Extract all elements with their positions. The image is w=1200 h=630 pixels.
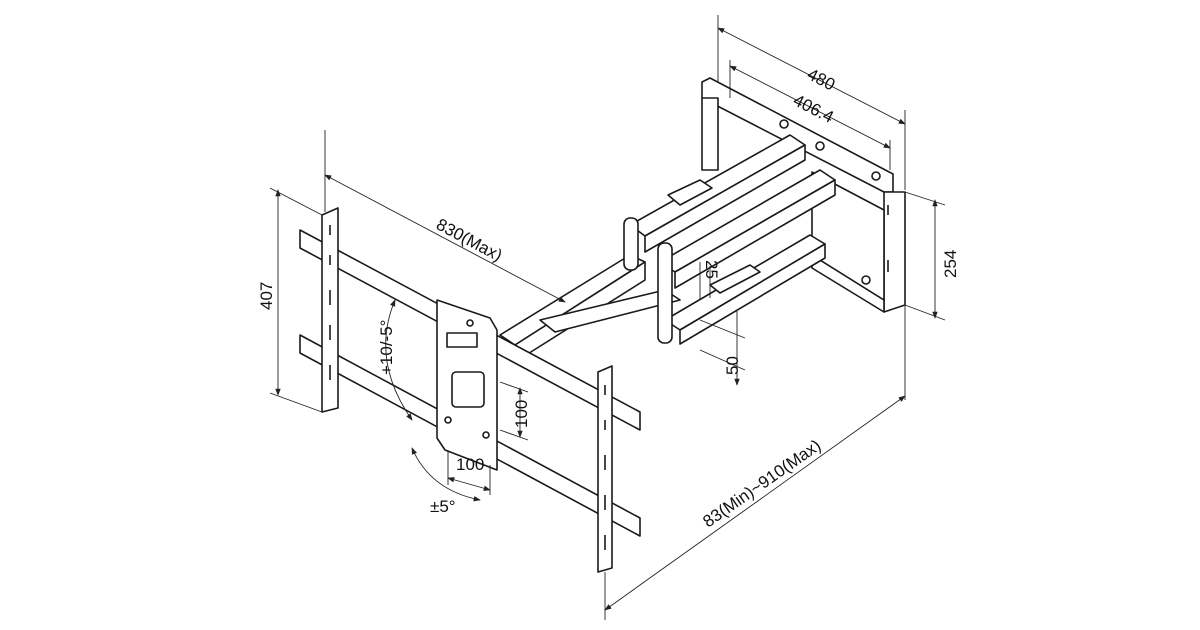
dim-50-label: 50	[723, 356, 742, 375]
dim-25-label: 25	[702, 260, 721, 279]
dim-830-label: 830(Max)	[433, 215, 505, 265]
center-plate	[436, 299, 498, 471]
vesa-vertical-label: 100	[512, 400, 531, 428]
dim-254-label: 254	[941, 250, 960, 278]
dim-480-label: 480	[804, 65, 838, 95]
articulating-arms	[499, 134, 836, 363]
dim-407-label: 407	[257, 282, 276, 310]
tilt-label: +10/-5°	[377, 320, 396, 375]
wall-distance-label: 83(Min)~910(Max)	[699, 436, 824, 531]
swivel-label: ±5°	[430, 497, 456, 516]
dim-406-label: 406.4	[790, 91, 837, 127]
dimension-lines	[269, 15, 946, 620]
vesa-horizontal-label: 100	[456, 455, 484, 474]
